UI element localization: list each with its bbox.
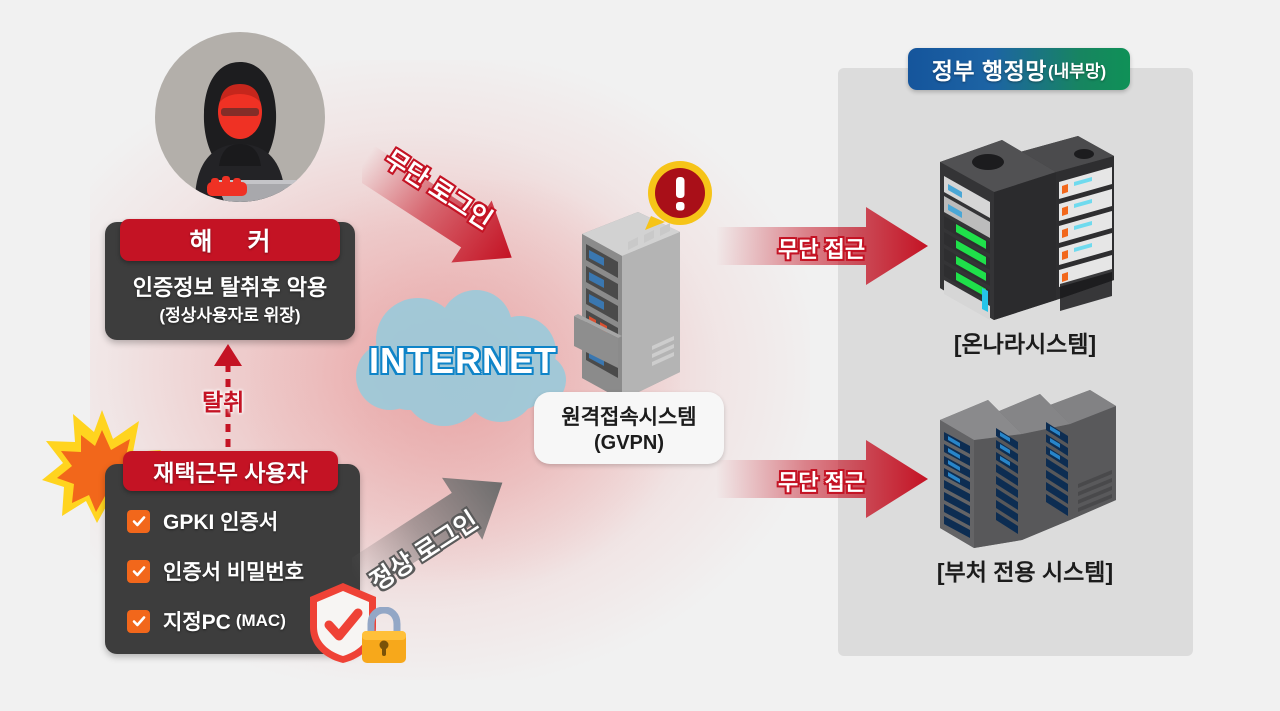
credential-label-2: 지정PC	[163, 611, 231, 634]
arrow-credential-theft	[214, 344, 242, 462]
check-icon	[127, 609, 150, 633]
arrow-normal-login	[352, 477, 503, 595]
system-label-department: [부처 전용 시스템]	[936, 559, 1114, 585]
government-network-badge: 정부 행정망 (내부망)	[908, 48, 1130, 90]
credential-sublabel-2: (MAC)	[235, 611, 286, 630]
warning-exclamation-icon	[645, 161, 712, 230]
hacker-title-banner: 해 커	[120, 219, 340, 261]
padlock-icon	[362, 607, 406, 663]
credential-item-1: 인증서 비밀번호	[127, 556, 304, 586]
hacker-title: 해 커	[189, 228, 285, 256]
arrow-unauthorized-access-1	[716, 207, 928, 285]
credential-label-1: 인증서 비밀번호	[163, 561, 305, 584]
check-icon	[127, 559, 150, 583]
check-icon	[127, 509, 150, 533]
arrow-credential-theft-label: 탈취	[202, 389, 245, 415]
credential-label-0: GPKI 인증서	[163, 511, 279, 534]
internet-label: INTERNET	[369, 340, 557, 381]
hacker-line-2: (정상사용자로 위장)	[159, 306, 301, 325]
gvpn-label-card: 원격접속시스템 (GVPN)	[534, 392, 724, 464]
arrow-unauthorized-access-2	[716, 440, 928, 518]
gvpn-name: 원격접속시스템	[561, 406, 697, 429]
credential-item-2: 지정PC (MAC)	[127, 606, 286, 636]
hooded-hacker-icon	[155, 32, 325, 202]
server-rack-icon	[940, 136, 1114, 320]
server-tower-icon	[574, 212, 680, 400]
arrow-unauthorized-access-1-label: 무단 접근	[778, 237, 866, 262]
cloud-icon	[356, 290, 566, 426]
credential-item-0: GPKI 인증서	[127, 506, 278, 536]
shield-check-icon	[310, 583, 376, 663]
system-label-onnara: [온나라시스템]	[953, 331, 1097, 357]
explosion-burst-icon	[42, 410, 161, 523]
arrow-unauthorized-login	[362, 145, 512, 263]
government-badge-main: 정부 행정망	[931, 58, 1047, 84]
remote-user-title-banner: 재택근무 사용자	[123, 451, 338, 491]
remote-user-title: 재택근무 사용자	[153, 460, 308, 486]
gvpn-code: (GVPN)	[594, 432, 664, 454]
hacker-line-1: 인증정보 탈취후 악용	[132, 275, 328, 300]
arrow-unauthorized-access-2-label: 무단 접근	[778, 470, 866, 495]
server-rack-icon	[940, 390, 1116, 548]
government-badge-sub: (내부망)	[1047, 61, 1107, 81]
